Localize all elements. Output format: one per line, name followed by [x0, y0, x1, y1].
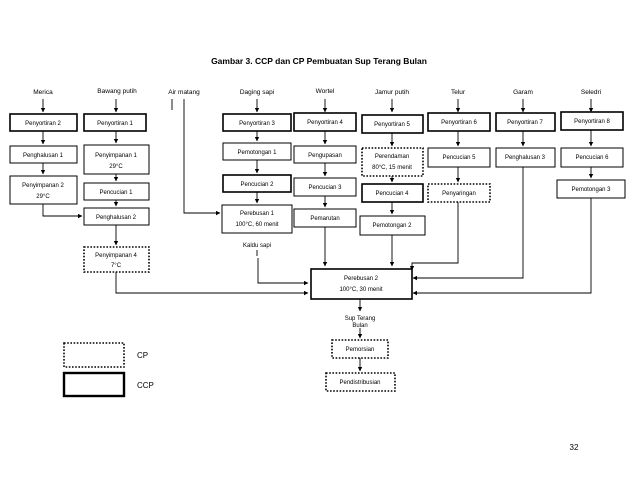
- step-pemotongan-3-label: Pemotongan 3: [571, 187, 611, 193]
- step-pencucian-3: [293, 177, 357, 197]
- ingredient-jamur-putih: Jamur putih: [375, 89, 409, 96]
- step-perebusan-1-detail: 100°C, 60 menit: [235, 222, 278, 228]
- step-perebusan-1: [221, 204, 293, 234]
- step-pencucian-3-label: Pencucian 3: [308, 185, 342, 191]
- legend: CP CCP: [62, 342, 154, 398]
- step-pencucian-4: [361, 183, 424, 203]
- step-pencucian-1-label: Pencucian 1: [99, 190, 133, 196]
- step-penghalusan-1-label: Penghalusan 1: [23, 153, 64, 159]
- step-penyimpanan-2-temp: 29°C: [36, 194, 50, 200]
- legend-cp-label: CP: [137, 351, 148, 360]
- step-pencucian-4-label: Pencucian 4: [375, 191, 409, 197]
- step-penyaringan-label: Penyaringan: [442, 191, 476, 197]
- ingredient-merica: Merica: [33, 89, 53, 96]
- step-penyortiran-2: [9, 113, 78, 132]
- step-pendistribusian: [325, 372, 396, 392]
- step-pencucian-5: [427, 147, 491, 168]
- ingredient-daging-sapi: Daging sapi: [240, 89, 274, 96]
- step-penyortiran-3-label: Penyortiran 3: [239, 121, 275, 127]
- ingredient-seledri: Seledri: [581, 89, 601, 96]
- step-penyimpanan-1-temp: 29°C: [109, 164, 123, 170]
- step-pemarutan: [293, 208, 357, 228]
- step-penyortiran-5-label: Penyortiran 5: [374, 122, 410, 128]
- step-pemotongan-1: [222, 142, 292, 161]
- product-label-line2: Bulan: [352, 323, 367, 329]
- step-pemorsian: [331, 339, 389, 359]
- step-perebusan-2: [310, 268, 413, 300]
- step-penyortiran-3: [222, 113, 292, 132]
- step-penyortiran-8: [560, 111, 624, 131]
- step-penyimpanan-4: [83, 246, 150, 273]
- step-penyortiran-4: [293, 112, 357, 132]
- step-penghalusan-1: [9, 145, 78, 164]
- step-penyortiran-5: [361, 114, 424, 134]
- step-penghalusan-2-label: Penghalusan 2: [96, 215, 137, 221]
- legend-cp-swatch: [63, 342, 125, 368]
- step-pengupasan-label: Pengupasan: [308, 153, 342, 159]
- step-pemorsian-label: Pemorsian: [346, 347, 375, 353]
- step-penyortiran-4-label: Penyortiran 4: [307, 120, 343, 126]
- step-pemarutan-label: Pemarutan: [310, 216, 339, 222]
- step-pemotongan-1-label: Pemotongan 1: [237, 150, 277, 156]
- step-penyimpanan-2-label: Penyimpanan 2: [22, 183, 64, 189]
- step-penyortiran-7: [495, 112, 556, 132]
- step-penyortiran-2-label: Penyortiran 2: [25, 121, 61, 127]
- step-penyimpanan-4-label: Penyimpanan 4: [95, 253, 137, 259]
- step-perebusan-2-label: Perebusan 2: [344, 276, 379, 282]
- legend-ccp-label: CCP: [137, 381, 154, 390]
- step-penyimpanan-4-temp: 7°C: [111, 263, 122, 269]
- connector-lines: [40, 99, 594, 372]
- step-penyortiran-8-label: Penyortiran 8: [574, 119, 610, 125]
- step-penyimpanan-1: [83, 144, 150, 175]
- ingredient-garam: Garam: [513, 89, 533, 96]
- step-penghalusan-2: [83, 207, 150, 226]
- step-penyaringan: [427, 183, 491, 203]
- step-perebusan-2-detail: 100°C, 30 menit: [339, 287, 382, 293]
- step-perendaman: [361, 147, 424, 177]
- product-label-line1: Sup Terang: [345, 316, 376, 322]
- step-pemotongan-2: [359, 215, 426, 236]
- step-pencucian-5-label: Pencucian 5: [442, 155, 476, 161]
- ingredient-wortel: Wortel: [316, 88, 335, 95]
- ingredient-air-matang: Air matang: [168, 89, 200, 96]
- step-penyortiran-7-label: Penyortiran 7: [507, 120, 543, 126]
- step-pencucian-2: [222, 174, 292, 193]
- page-number: 32: [570, 443, 579, 452]
- step-pencucian-6-label: Pencucian 6: [575, 155, 609, 161]
- intermediate-kaldu-sapi: Kaldu sapi: [243, 243, 271, 249]
- step-penyortiran-6-label: Penyortiran 6: [441, 120, 477, 126]
- step-pencucian-2-label: Pencucian 2: [240, 182, 274, 188]
- step-penyimpanan-2: [9, 175, 78, 205]
- ingredient-bawang-putih: Bawang putih: [97, 88, 137, 95]
- step-penghalusan-3-label: Penghalusan 3: [505, 155, 546, 161]
- step-pemotongan-3: [556, 179, 626, 199]
- step-penyortiran-1: [83, 113, 147, 132]
- step-pendistribusian-label: Pendistribusian: [339, 380, 380, 386]
- step-pencucian-1: [83, 182, 150, 201]
- step-penyimpanan-1-label: Penyimpanan 1: [95, 153, 137, 159]
- step-perendaman-label: Perendaman: [375, 154, 409, 160]
- diagram-title: Gambar 3. CCP dan CP Pembuatan Sup Teran…: [211, 56, 427, 66]
- step-penyortiran-6: [427, 112, 491, 132]
- ingredient-telur: Telur: [451, 89, 466, 96]
- step-pencucian-6: [560, 147, 624, 168]
- step-penghalusan-3: [495, 147, 556, 168]
- step-penyortiran-1-label: Penyortiran 1: [97, 121, 133, 127]
- step-perebusan-1-label: Perebusan 1: [240, 211, 275, 217]
- step-pengupasan: [293, 145, 357, 164]
- legend-ccp-swatch: [62, 371, 126, 398]
- step-perendaman-detail: 80°C, 15 menit: [372, 165, 412, 171]
- step-pemotongan-2-label: Pemotongan 2: [372, 223, 412, 229]
